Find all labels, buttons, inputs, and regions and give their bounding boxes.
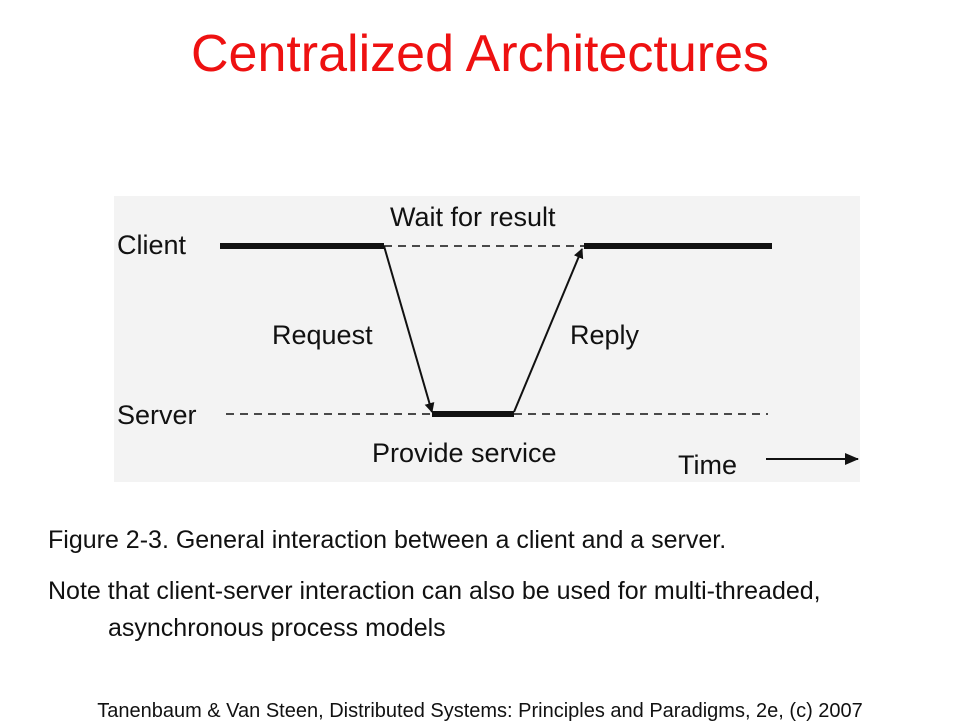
reply-label: Reply	[570, 320, 640, 350]
request-label: Request	[272, 320, 373, 350]
server-label: Server	[117, 400, 197, 430]
time-label: Time	[678, 450, 737, 480]
client-label: Client	[117, 230, 187, 260]
reply-arrow	[513, 248, 584, 413]
note-text: Note that client-server interaction can …	[48, 577, 821, 642]
client-server-diagram: Client Server Wait for result Request Re…	[114, 196, 860, 482]
provide-service-label: Provide service	[372, 438, 557, 468]
figure-caption: Figure 2-3. General interaction between …	[48, 526, 727, 554]
footer-citation: Tanenbaum & Van Steen, Distributed Syste…	[97, 700, 863, 722]
slide-title: Centralized Architectures	[190, 25, 770, 83]
wait-for-result-label: Wait for result	[390, 202, 556, 232]
request-arrow	[383, 245, 435, 413]
